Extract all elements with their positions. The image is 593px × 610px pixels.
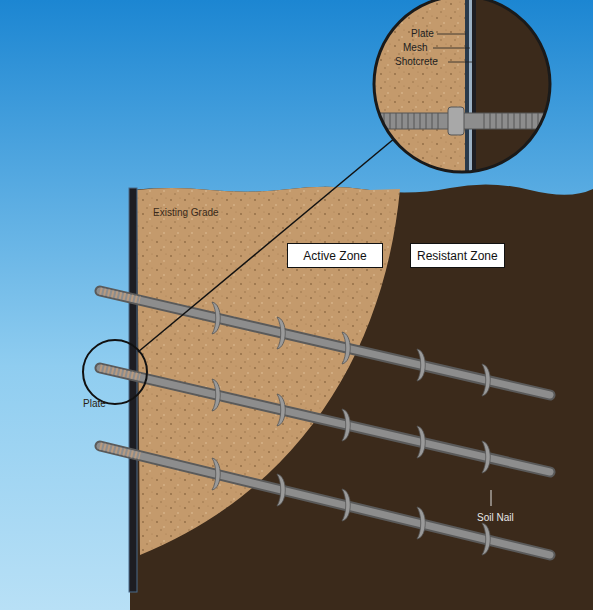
zone-label: Active Zone xyxy=(303,249,366,263)
part-label: Mesh xyxy=(403,42,427,53)
soil-nails xyxy=(100,291,550,555)
callout-line xyxy=(138,138,395,352)
zone-box: Resistant Zone xyxy=(410,243,505,268)
active-soil xyxy=(137,187,400,555)
part-label: Plate xyxy=(83,398,106,409)
zoom-detail xyxy=(370,0,570,180)
shotcrete-wall xyxy=(129,188,137,592)
part-label: Plate xyxy=(411,28,434,39)
callout-circle xyxy=(83,340,147,404)
leader-line xyxy=(491,490,492,506)
part-label: Existing Grade xyxy=(153,207,219,218)
zoom-circle xyxy=(374,0,550,172)
part-label: Shotcrete xyxy=(395,56,438,67)
zone-label: Resistant Zone xyxy=(417,249,498,263)
zone-box: Active Zone xyxy=(287,243,383,268)
part-label: Soil Nail xyxy=(477,512,514,523)
